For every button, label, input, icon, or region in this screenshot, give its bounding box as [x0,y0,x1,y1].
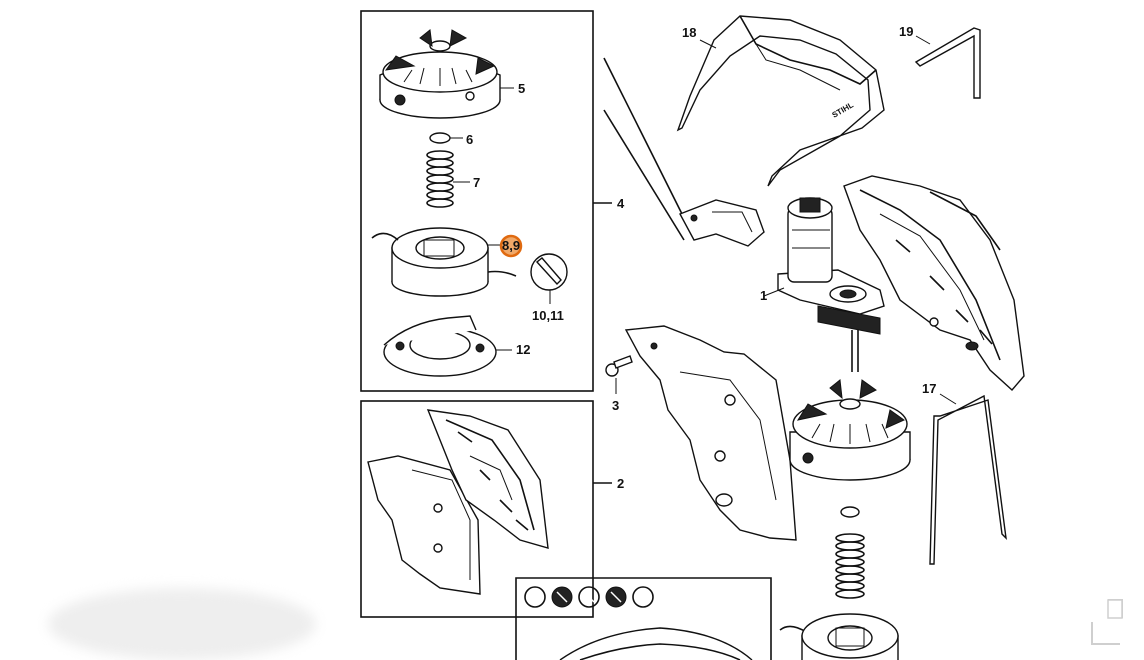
part-1-motor[interactable] [763,197,885,372]
highlight-marker[interactable] [499,234,523,258]
part-housing-right[interactable] [843,175,1025,392]
label-part-4: 4 [617,196,625,211]
part-spool-cap-right[interactable] [789,379,911,481]
part-6-clip[interactable] [429,132,463,144]
label-part-1: 1 [760,288,767,303]
part-19-hex-key[interactable] [914,27,981,99]
label-part-3: 3 [612,398,619,413]
part-7-spring[interactable] [426,150,470,208]
part-5-spool-cap[interactable] [379,29,501,119]
label-part-7: 7 [473,175,480,190]
label-part-8-9: 8,9 [502,238,520,253]
part-10-11-line[interactable] [530,253,568,304]
part-12-base[interactable] [383,315,512,377]
part-clip-right[interactable] [840,506,860,518]
label-part-12: 12 [516,342,530,357]
part-3-screw[interactable] [605,355,633,394]
pictogram-icon-5 [632,586,654,608]
pictogram-icon-3 [578,586,600,608]
label-part-6: 6 [466,132,473,147]
label-part-5: 5 [518,81,525,96]
glasses-logo-text: STIHL [831,100,856,119]
pictogram-icon-1 [524,586,546,608]
label-part-2: 2 [617,476,624,491]
part-housing-left[interactable] [624,325,797,541]
assembly-box-4 [360,10,612,392]
part-2-guard-small[interactable] [367,409,549,595]
label-part-17: 17 [922,381,936,396]
shadow-blur [48,588,316,660]
pictogram-row [524,586,654,608]
label-part-10-11: 10,11 [532,308,564,323]
assembly-box-2 [360,400,612,618]
part-spool-right[interactable] [779,613,899,660]
part-18-safety-glasses[interactable]: STIHL [676,15,885,187]
part-17-bracket[interactable] [929,393,1007,565]
label-part-18: 18 [682,25,696,40]
part-spring-right[interactable] [835,533,865,599]
assembly-box-bottom [515,577,772,660]
label-part-19: 19 [899,24,913,39]
part-8-9-line-spool[interactable] [371,227,517,297]
part-bottom-handle[interactable] [559,627,753,660]
part-shaft-tube[interactable] [603,57,765,247]
corner-glyph-icon [1091,599,1123,645]
